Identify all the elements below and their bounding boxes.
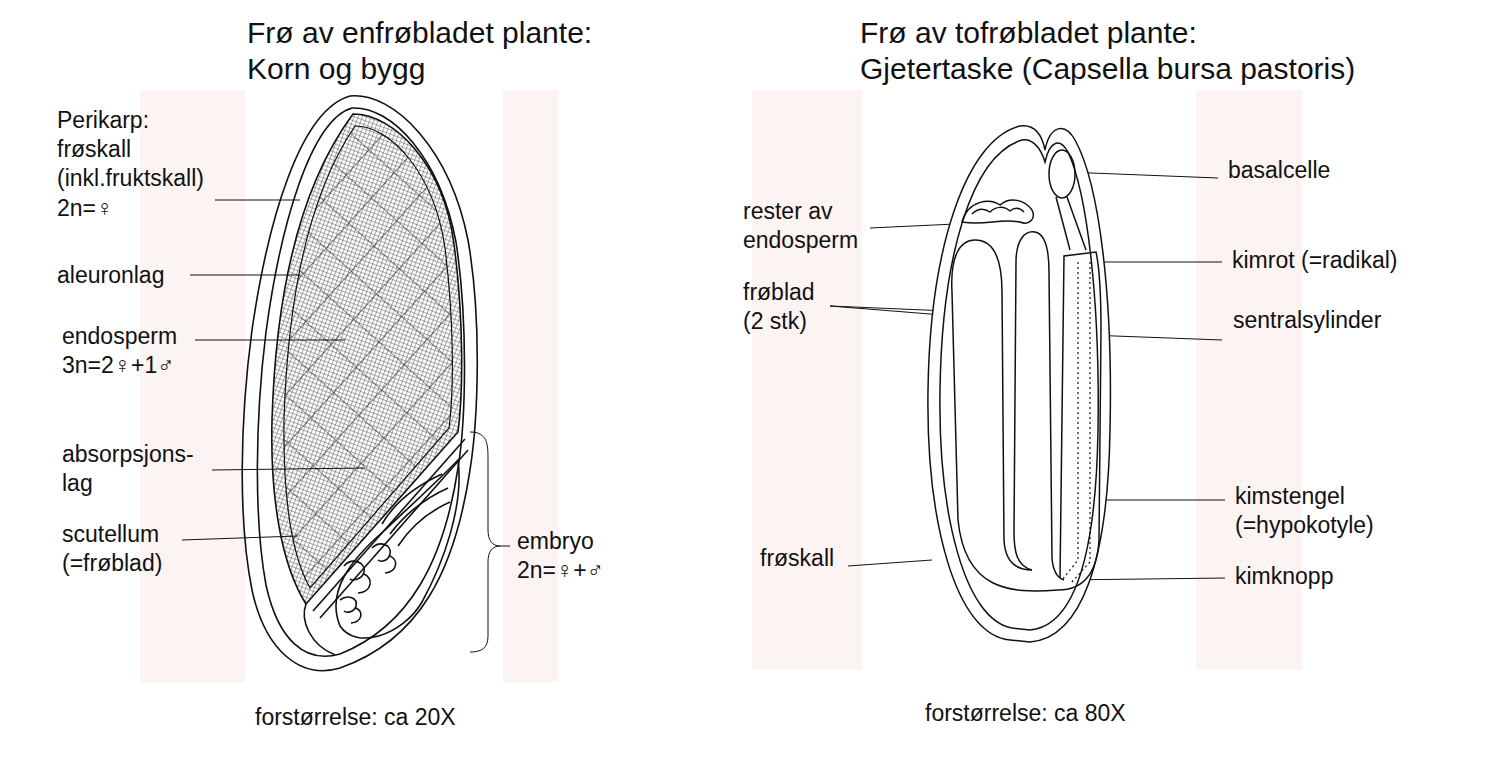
part-label: kimknopp [1235,562,1333,591]
part-label: kimstengel (=hypokotyle) [1235,482,1374,540]
label-background-bands [140,90,1302,682]
heading: Frø av enfrøbladet plante: [247,15,592,51]
endosperm-remnant [972,207,1024,214]
pericarp-inner-line [257,108,464,656]
part-label: frøskall [760,544,834,573]
radicle [372,544,396,573]
leader-lines [190,275,300,276]
plumule [390,488,448,534]
embryo-outline [336,460,459,638]
scutellum [304,604,335,655]
heading: Frø av tofrøbladet plante: [860,15,1197,51]
cotyledon [952,240,1058,591]
absorption-layer [313,439,465,611]
part-label: sentralsylinder [1233,306,1381,335]
suspensor [1056,197,1070,250]
leader-lines [1090,262,1222,263]
embryo-bracket [470,432,500,652]
leader-lines [848,560,932,566]
seed-coat-outer [928,126,1111,642]
suspensor [1067,197,1086,250]
capsella-seed-drawing [928,126,1111,642]
label-background-bands [752,90,862,670]
leader-lines [212,468,365,470]
endosperm [284,126,452,588]
plumule [382,474,442,524]
pericarp-outline [242,96,477,671]
leader-lines [1098,500,1225,501]
part-label: kimrot (=radikal) [1232,246,1398,275]
magnification-caption: forstørrelse: ca 20X [255,703,456,732]
label-background-bands [503,90,558,682]
grain-seed-drawing [242,96,477,671]
cotyledon [1014,232,1064,580]
basal-cell [1049,150,1075,198]
absorption-layer [320,450,468,618]
heading: Korn og bygg [247,51,425,87]
hypocotyl-radicle [1058,252,1101,590]
plumule [398,502,450,546]
central-cylinder [1070,262,1090,584]
leader-lines [500,546,510,547]
aleurone-layer [272,114,462,604]
part-label: embryo 2n=♀+♂ [517,527,604,585]
part-label: rester av endosperm [743,197,848,255]
part-label: scutellum (=frøblad) [62,520,162,578]
leader-lines [215,200,300,201]
leader-lines [182,536,298,540]
radicle [340,597,361,623]
leader-lines [195,340,345,341]
heading: Gjetertaske (Capsella bursa pastoris) [860,51,1355,87]
part-label: aleuronlag [57,261,164,290]
part-label: Perikarp: frøskall (inkl.fruktskall) 2n=… [57,106,204,223]
part-label: frøblad (2 stk) [743,278,835,336]
endosperm-remnant [962,200,1033,223]
seed-coat-inner [940,140,1098,630]
radicle [344,561,370,593]
part-label: endosperm 3n=2♀+1♂ [62,322,177,380]
central-cylinder [1062,262,1078,580]
part-label: absorpsjons- lag [62,440,194,498]
part-label: basalcelle [1228,156,1330,185]
magnification-caption: forstørrelse: ca 80X [925,699,1126,728]
